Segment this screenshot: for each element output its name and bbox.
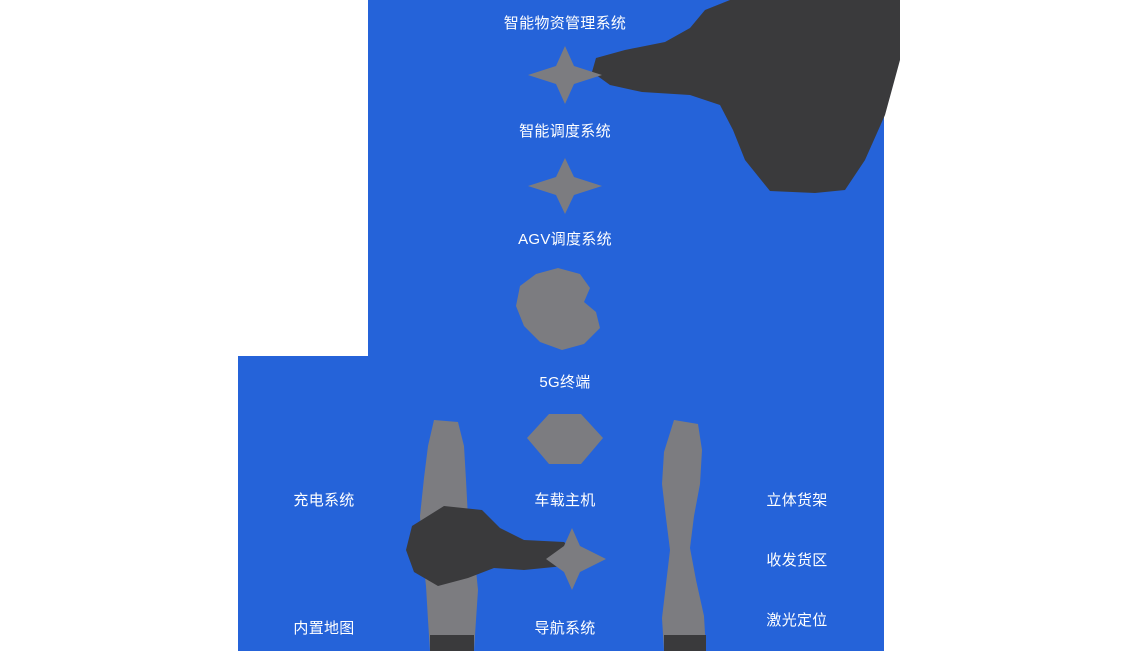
dark-blob-top-right	[592, 0, 900, 193]
label-vehicle-host: 车载主机	[534, 492, 596, 509]
label-navigation-system: 导航系统	[534, 620, 596, 637]
right-column-shape	[662, 420, 706, 651]
label-receiving-shipping-area: 收发货区	[766, 552, 828, 569]
label-built-in-map: 内置地图	[293, 620, 355, 637]
star-shape-1	[528, 46, 602, 104]
gray-blob-middle	[516, 268, 600, 350]
label-charging-system: 充电系统	[293, 492, 355, 509]
label-laser-positioning: 激光定位	[766, 612, 828, 629]
label-smart-dispatch-system: 智能调度系统	[519, 123, 611, 140]
label-5g-terminal: 5G终端	[539, 374, 591, 391]
background-panel-bottom	[238, 356, 884, 651]
label-agv-dispatch-system: AGV调度系统	[518, 231, 612, 248]
arrow-shape-bottom	[546, 528, 606, 590]
dark-blob-bottom	[406, 506, 574, 586]
label-smart-material-management-system: 智能物资管理系统	[503, 15, 627, 32]
hexagon-plate	[527, 414, 603, 464]
star-shape-2	[528, 158, 602, 214]
label-stereoscopic-rack: 立体货架	[766, 492, 828, 509]
